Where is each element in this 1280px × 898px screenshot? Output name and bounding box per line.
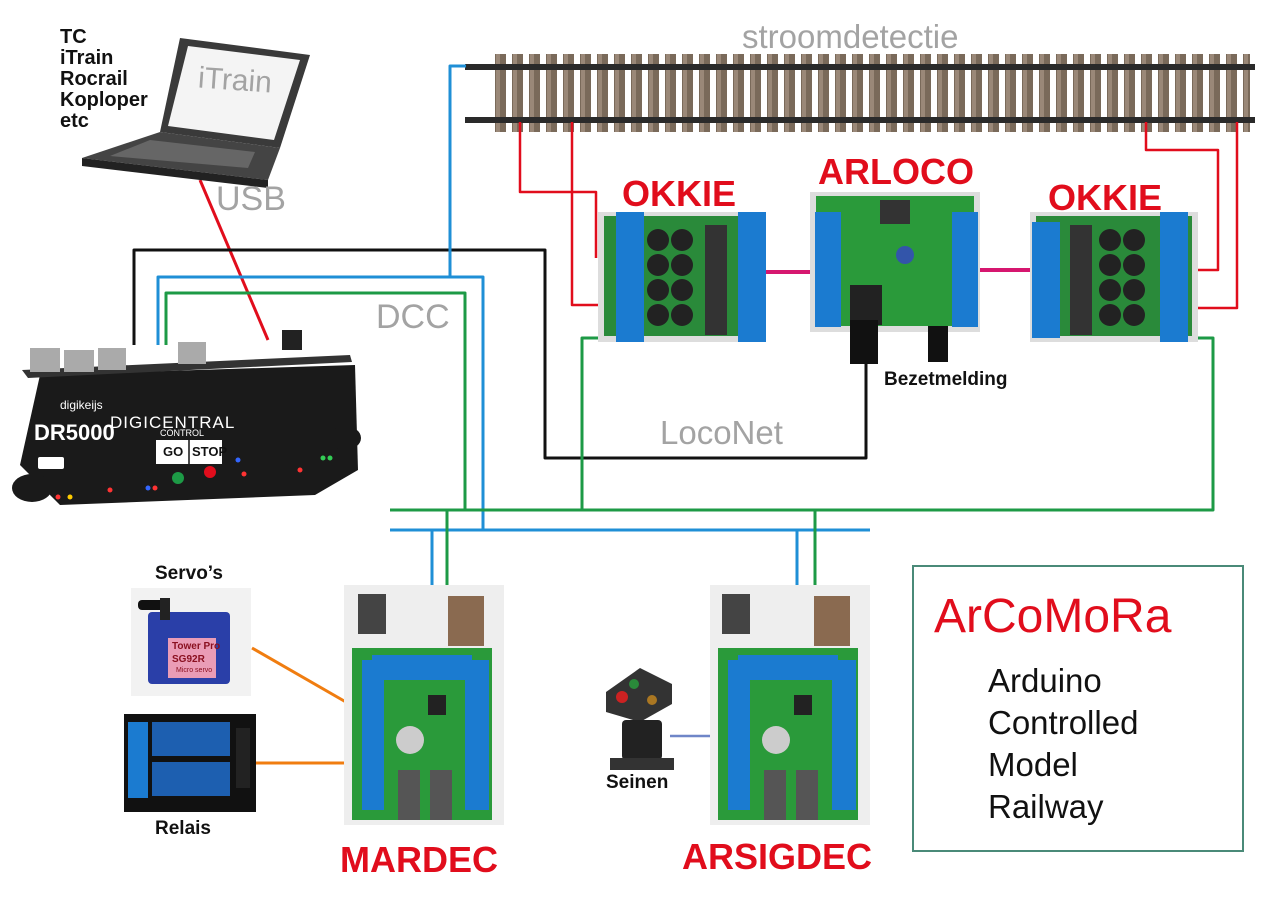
track	[465, 54, 1255, 132]
software-item: Rocrail	[60, 68, 128, 90]
arcomora-line: Controlled	[988, 704, 1139, 741]
loconet-wire	[132, 248, 868, 460]
okkie-right-board	[1030, 212, 1198, 342]
arcomora-line: Railway	[988, 788, 1104, 825]
arsigdec-label: ARSIGDEC	[682, 836, 873, 877]
green-wire	[164, 291, 467, 510]
arcomora-line: Model	[988, 746, 1078, 783]
dr5000-model: DR5000	[34, 420, 115, 445]
dr5000-stop-button: STOP	[192, 444, 228, 459]
mardec-board	[344, 585, 504, 825]
arcomora-line: Arduino	[988, 662, 1102, 699]
servos-label: Servo’s	[155, 563, 223, 584]
arcomora-info-box: ArCoMoRa Arduino Controlled Model Railwa…	[912, 565, 1244, 852]
dcc-wire-track	[448, 64, 466, 277]
laptop	[82, 38, 310, 188]
arcomora-title: ArCoMoRa	[934, 590, 1172, 643]
servo-brand: Tower Pro	[172, 641, 221, 652]
servo-image	[131, 588, 251, 696]
usb-label: USB	[216, 180, 286, 218]
dr5000-central	[12, 330, 361, 505]
okkie-left-board	[598, 212, 766, 342]
seinen-label: Seinen	[606, 772, 669, 793]
signal-image	[606, 668, 674, 770]
arsigdec-board	[710, 585, 870, 825]
arloco-board	[810, 192, 980, 364]
software-item: etc	[60, 110, 89, 132]
laptop-screen-text: iTrain	[196, 61, 274, 100]
relay-image	[124, 714, 256, 812]
stroomdetectie-label: stroomdetectie	[742, 18, 959, 55]
arloco-label: ARLOCO	[818, 151, 974, 192]
detect-wire-right	[1144, 122, 1220, 272]
software-item: iTrain	[60, 47, 114, 69]
dr5000-control: CONTROL	[160, 428, 205, 438]
loconet-label: LocoNet	[660, 414, 783, 451]
software-list: TC iTrain Rocrail Koploper etc	[60, 27, 148, 132]
detect-wire-left	[518, 122, 598, 258]
mardec-label: MARDEC	[340, 839, 498, 880]
dr5000-name: DIGICENTRAL	[110, 413, 236, 432]
servo-type: Micro servo	[176, 667, 213, 674]
dr5000-brand: digikeijs	[60, 398, 103, 412]
dcc-label: DCC	[376, 298, 450, 336]
relais-label: Relais	[155, 818, 211, 839]
software-item: Koploper	[60, 89, 148, 111]
okkie-right-label: OKKIE	[1048, 177, 1163, 218]
servo-model: SG92R	[172, 654, 205, 665]
dcc-wire	[156, 275, 485, 530]
software-item: TC	[60, 26, 87, 48]
dr5000-go-button: GO	[163, 444, 184, 459]
okkie-left-label: OKKIE	[622, 173, 737, 214]
usb-cable	[198, 179, 270, 341]
bezetmelding-label: Bezetmelding	[884, 369, 1008, 390]
